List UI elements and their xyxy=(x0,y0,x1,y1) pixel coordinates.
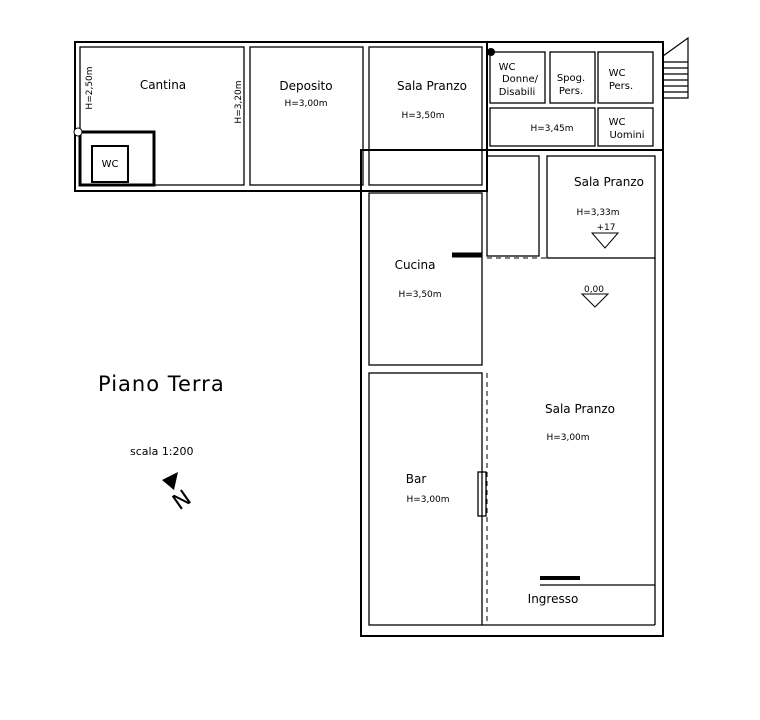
spog-line1: Spog. xyxy=(557,73,585,84)
wc-donne-line2: Donne/ xyxy=(502,74,539,85)
plan-title: Piano Terra xyxy=(98,372,225,396)
sala-pranzo-2-label: Sala Pranzo xyxy=(574,175,644,189)
passage-wall xyxy=(486,155,540,257)
wc-cantina-inner xyxy=(91,145,129,183)
ingresso-label: Ingresso xyxy=(528,592,579,606)
cantina-height-label: H=2,50m xyxy=(85,66,95,109)
wc-uomini-line2: Uomini xyxy=(609,130,644,141)
wc-pers-wall xyxy=(597,51,654,104)
corridor-wall xyxy=(489,107,596,147)
level-marker-000 xyxy=(580,293,610,308)
cantina-wall xyxy=(79,46,245,186)
wc-pers-line2: Pers. xyxy=(609,81,633,92)
sala-pranzo-1-wall xyxy=(368,46,483,186)
bar-counter xyxy=(477,471,487,517)
wc-donne-line3: Disabili xyxy=(499,87,536,98)
sala-pranzo-1-label: Sala Pranzo xyxy=(397,79,467,93)
walls xyxy=(74,41,664,637)
sala-pranzo-1-height-label: H=3,50m xyxy=(401,111,444,121)
bar-wall xyxy=(368,372,483,626)
wc-pers-line1: WC xyxy=(609,68,626,79)
sala-pranzo-2-height-label: H=3,33m xyxy=(576,208,619,218)
cantina-height2-label: H=3,20m xyxy=(234,80,244,123)
scale-label: scala 1:200 xyxy=(130,445,194,458)
dashed-lines xyxy=(486,257,655,625)
deposito-wall xyxy=(249,46,364,186)
north-arrow-icon xyxy=(162,472,178,490)
outer-wall-main xyxy=(360,149,664,637)
bar-label: Bar xyxy=(406,472,427,486)
deposito-label: Deposito xyxy=(279,79,332,93)
column-circle xyxy=(73,127,83,137)
wc-uomini-wall xyxy=(597,107,654,147)
cucina-height-label: H=3,50m xyxy=(398,290,441,300)
column-dot xyxy=(487,48,495,56)
sala-pranzo-3-level-label: 0,00 xyxy=(584,285,604,295)
wc-uomini-line1: WC xyxy=(609,117,626,128)
staircase xyxy=(662,36,689,99)
corridor-height-label: H=3,45m xyxy=(530,124,573,134)
bar-height-label: H=3,00m xyxy=(406,495,449,505)
sala-pranzo-2-level-label: +17 xyxy=(597,223,616,233)
sala-pranzo-3-label: Sala Pranzo xyxy=(545,402,615,416)
wc-cantina-label: WC xyxy=(102,159,119,170)
spog-wall xyxy=(549,51,596,104)
wc-cantina-outer xyxy=(78,130,156,187)
deposito-height-label: H=3,00m xyxy=(284,99,327,109)
level-marker-17 xyxy=(590,232,620,249)
sala-pranzo-2-wall xyxy=(546,155,656,259)
sala-pranzo-3-height-label: H=3,00m xyxy=(546,433,589,443)
spog-line2: Pers. xyxy=(559,86,583,97)
cucina-label: Cucina xyxy=(395,258,436,272)
wc-donne-line1: WC xyxy=(499,62,516,73)
wc-donne-wall xyxy=(489,51,546,104)
north-label: N xyxy=(168,486,196,516)
cantina-label: Cantina xyxy=(140,78,186,92)
cucina-wall xyxy=(368,192,483,366)
